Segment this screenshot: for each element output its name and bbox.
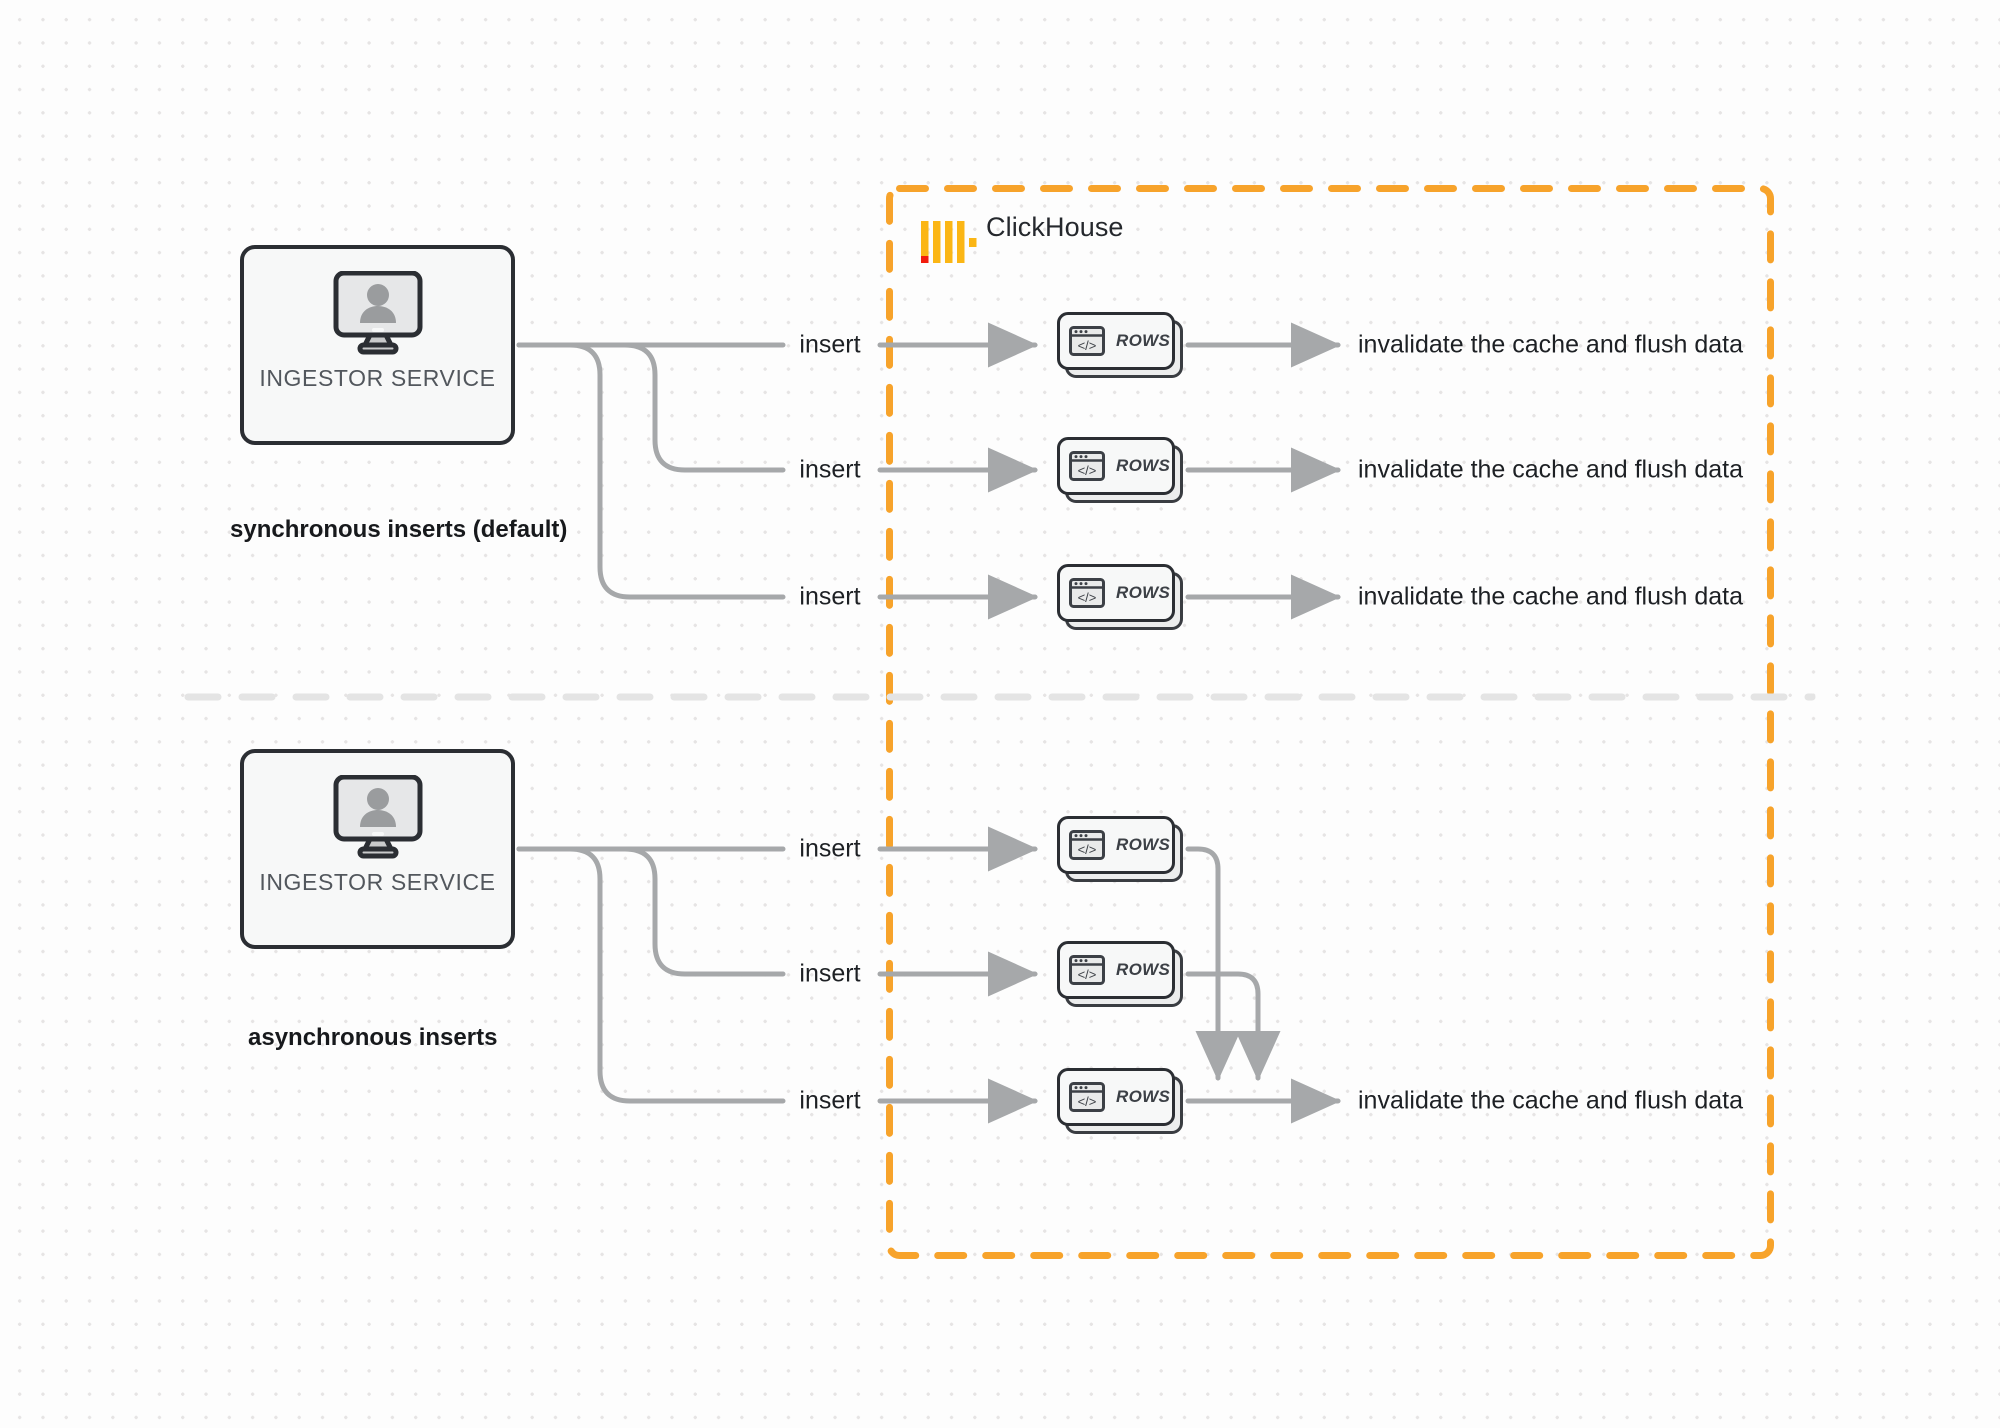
svg-text:</>: </> <box>1078 590 1097 605</box>
ingestor-service-synchronous[interactable]: INGESTOR SERVICE <box>240 245 515 445</box>
rows-node[interactable]: </> ROWS <box>1057 1068 1183 1134</box>
rows-node[interactable]: </> ROWS <box>1057 941 1183 1007</box>
ingestor-label: INGESTOR SERVICE <box>259 869 496 895</box>
clickhouse-logo <box>921 221 977 263</box>
rows-node-card: </> ROWS <box>1057 312 1175 370</box>
caption-synchronous: synchronous inserts (default) <box>230 516 568 543</box>
ingestor-service-asynchronous[interactable]: INGESTOR SERVICE <box>240 749 515 949</box>
insert-label: insert <box>799 455 861 484</box>
outcome-label: invalidate the cache and flush data <box>1358 330 1743 359</box>
ingestor-label: INGESTOR SERVICE <box>259 365 496 391</box>
rows-node-card: </> ROWS <box>1057 816 1175 874</box>
rows-node[interactable]: </> ROWS <box>1057 564 1183 630</box>
code-window-icon: </> <box>1069 326 1105 356</box>
code-window-icon: </> <box>1069 451 1105 481</box>
code-window-icon: </> <box>1069 830 1105 860</box>
outcome-label: invalidate the cache and flush data <box>1358 455 1743 484</box>
insert-label: insert <box>799 582 861 611</box>
svg-text:</>: </> <box>1078 463 1097 478</box>
svg-text:</>: </> <box>1078 842 1097 857</box>
monitor-user-icon <box>333 775 422 859</box>
rows-node-label: ROWS <box>1116 583 1171 602</box>
svg-text:</>: </> <box>1078 1094 1097 1109</box>
code-window-icon: </> <box>1069 955 1105 985</box>
monitor-user-icon <box>333 271 422 355</box>
caption-asynchronous: asynchronous inserts <box>248 1024 498 1051</box>
rows-node-label: ROWS <box>1116 1087 1171 1106</box>
rows-node-card: </> ROWS <box>1057 1068 1175 1126</box>
rows-node-card: </> ROWS <box>1057 564 1175 622</box>
rows-node-card: </> ROWS <box>1057 437 1175 495</box>
outcome-label: invalidate the cache and flush data <box>1358 582 1743 611</box>
rows-node[interactable]: </> ROWS <box>1057 816 1183 882</box>
rows-node-label: ROWS <box>1116 960 1171 979</box>
svg-text:</>: </> <box>1078 338 1097 353</box>
insert-label: insert <box>799 330 861 359</box>
rows-node-card: </> ROWS <box>1057 941 1175 999</box>
svg-text:</>: </> <box>1078 967 1097 982</box>
code-window-icon: </> <box>1069 1082 1105 1112</box>
rows-node[interactable]: </> ROWS <box>1057 437 1183 503</box>
insert-label: insert <box>799 834 861 863</box>
rows-node[interactable]: </> ROWS <box>1057 312 1183 378</box>
rows-node-label: ROWS <box>1116 331 1171 350</box>
insert-label: insert <box>799 1086 861 1115</box>
rows-node-label: ROWS <box>1116 456 1171 475</box>
code-window-icon: </> <box>1069 578 1105 608</box>
rows-node-label: ROWS <box>1116 835 1171 854</box>
outcome-label-merged: invalidate the cache and flush data <box>1358 1086 1743 1115</box>
clickhouse-boundary <box>886 185 1774 1259</box>
insert-label: insert <box>799 959 861 988</box>
clickhouse-title: ClickHouse <box>986 212 1124 242</box>
